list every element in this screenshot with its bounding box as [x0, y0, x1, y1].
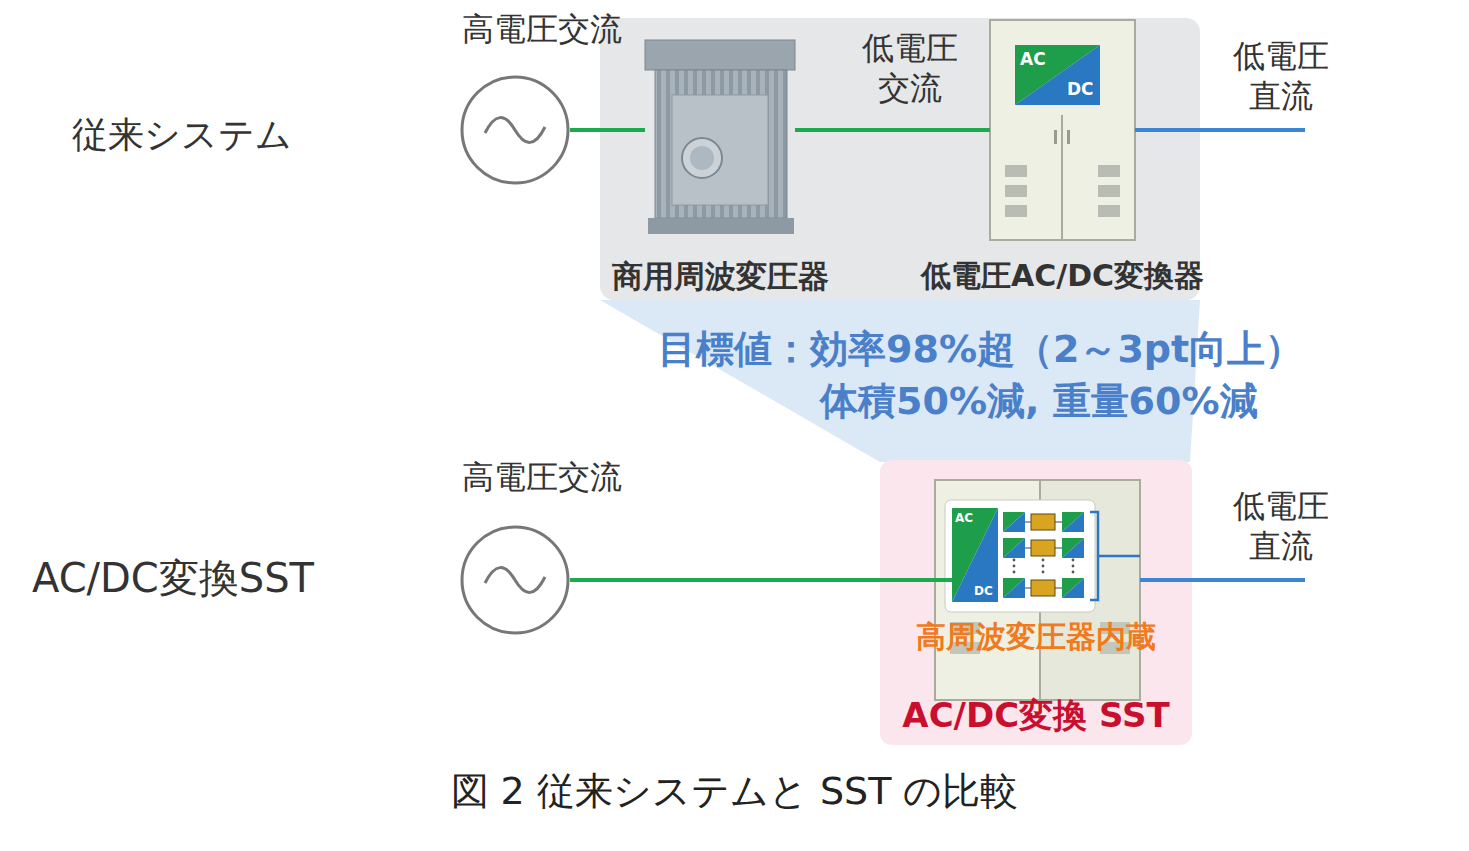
- row-label: 従来システム: [72, 112, 292, 157]
- node-text: 目標値：効率98%超（2～3pt向上）: [658, 326, 1358, 374]
- module-wire: [1055, 522, 1062, 523]
- module-icon: [1062, 578, 1084, 598]
- row-label: AC/DC変換SST: [32, 553, 314, 603]
- output-label: 低電圧 直流: [1228, 486, 1334, 566]
- icon-text: AC: [955, 511, 973, 526]
- module-wire: [1025, 522, 1031, 523]
- ac-source: 高電圧交流: [460, 527, 570, 633]
- ellipsis-dot: [1013, 559, 1016, 562]
- wire: [795, 128, 990, 132]
- dc-wire: [1140, 578, 1305, 582]
- module-icon: [1003, 578, 1025, 598]
- ac-source: 高電圧交流: [460, 77, 570, 183]
- sst-panel: [880, 460, 1192, 745]
- module-icon: [1003, 578, 1025, 598]
- figure-caption: 図 2 従来システムと SST の比較: [0, 768, 1469, 816]
- icon-text: AC: [1020, 49, 1046, 70]
- node-text: 高周波変圧器内蔵: [880, 618, 1192, 656]
- ac-source: [462, 527, 568, 633]
- module-icon: [1003, 512, 1025, 532]
- wire: [570, 578, 880, 582]
- sst-cabinet: [935, 480, 1140, 700]
- module-icon: [1062, 512, 1084, 532]
- sst-box: 高周波変圧器内蔵 AC/DC変換 SST: [880, 460, 1192, 745]
- ac-source: [462, 77, 568, 183]
- ellipsis-dot: [1042, 571, 1045, 574]
- dc-wire: [1135, 128, 1305, 132]
- ellipsis-dot: [1013, 565, 1016, 568]
- icon-text: DC: [1067, 79, 1094, 100]
- target-band: 目標値：効率98%超（2～3pt向上）体積50%減, 重量60%減: [650, 326, 1350, 438]
- icon-text: DC: [974, 584, 993, 599]
- module-wire: [1055, 548, 1062, 549]
- ellipsis-dot: [1072, 571, 1075, 574]
- hf-transformer: [1031, 540, 1055, 556]
- system-panel: [600, 18, 1200, 300]
- module-icon: [1062, 512, 1084, 532]
- hf-transformer: [1031, 580, 1055, 596]
- node-text: 高電圧交流: [462, 9, 662, 49]
- ac-wire: [880, 578, 935, 582]
- module-icon: [1003, 538, 1025, 558]
- edge-label: 低電圧 交流: [856, 28, 965, 108]
- converter-cabinet: 低電圧AC/DC変換器: [990, 20, 1135, 240]
- module-icon: [1003, 512, 1025, 532]
- ellipsis-dot: [1013, 571, 1016, 574]
- wire: [570, 128, 645, 132]
- ellipsis-dot: [1072, 559, 1075, 562]
- module-wire: [1025, 588, 1031, 589]
- module-icon: [1062, 578, 1084, 598]
- node-text: 高電圧交流: [462, 457, 662, 497]
- module-icon: [1062, 538, 1084, 558]
- transformer-illustration: [645, 40, 795, 234]
- output-label: 低電圧 直流: [1228, 36, 1334, 116]
- ellipsis-dot: [1072, 565, 1075, 568]
- hf-transformer: [1031, 514, 1055, 530]
- ellipsis-dot: [1042, 559, 1045, 562]
- ellipsis-dot: [1042, 565, 1045, 568]
- node-text: 低電圧AC/DC変換器: [880, 257, 1245, 295]
- node-text: 商用周波変圧器: [575, 257, 865, 296]
- node-text: AC/DC変換 SST: [880, 694, 1192, 737]
- converter-cabinet: [990, 20, 1135, 240]
- module-icon: [1062, 538, 1084, 558]
- transformer: 商用周波変圧器: [645, 35, 795, 235]
- module-icon: [1003, 538, 1025, 558]
- module-wire: [1025, 548, 1031, 549]
- module-wire: [1055, 588, 1062, 589]
- node-text: 体積50%減, 重量60%減: [820, 378, 1340, 426]
